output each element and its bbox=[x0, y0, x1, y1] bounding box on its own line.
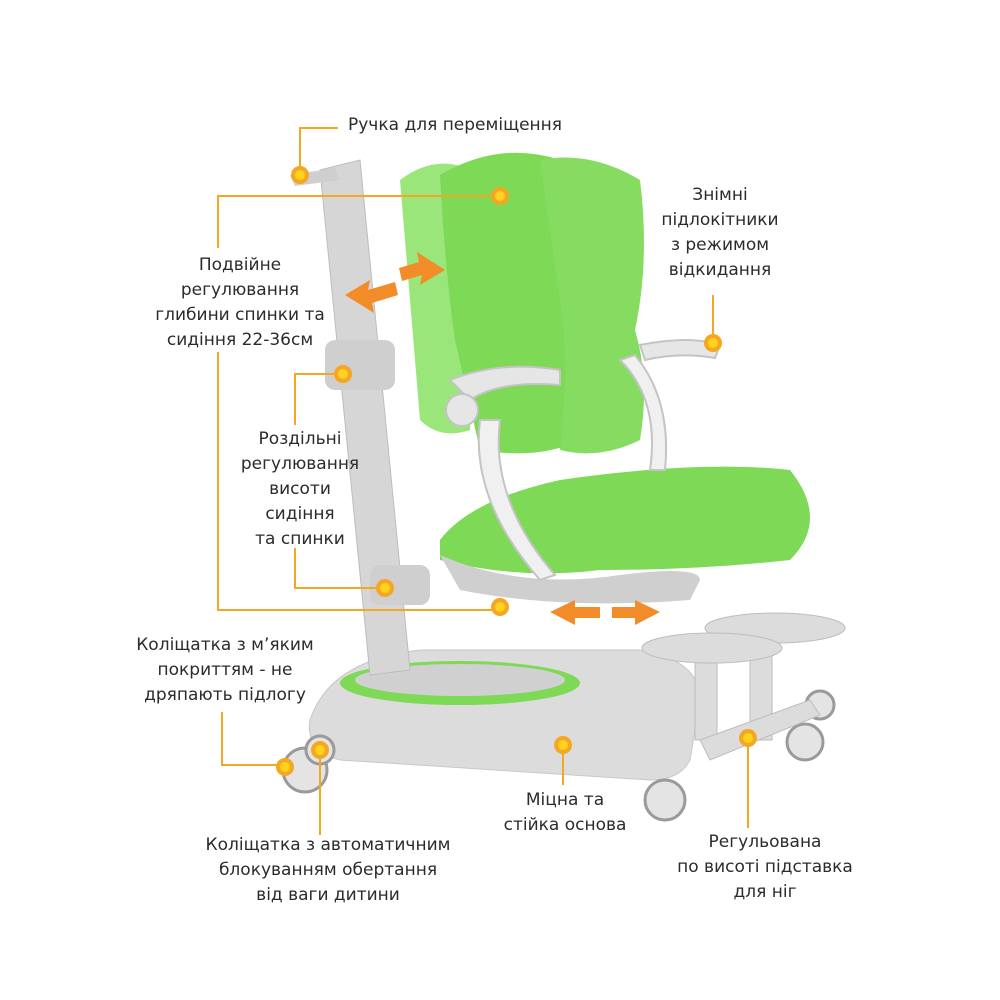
label-line: відкидання bbox=[668, 260, 772, 280]
label-line: покриттям - не bbox=[157, 660, 293, 680]
label-footrest: Регульована по висоті підставка для ніг bbox=[655, 830, 875, 905]
label-line: з режимом bbox=[670, 235, 770, 255]
label-line: та спинки bbox=[255, 529, 345, 549]
label-line: регулювання bbox=[240, 454, 360, 474]
label-line: блокуванням обертання bbox=[218, 860, 438, 880]
armrests bbox=[445, 339, 722, 582]
column bbox=[290, 159, 430, 676]
label-line: висоти bbox=[269, 479, 331, 499]
label-line: Ручка для переміщення bbox=[348, 115, 562, 135]
label-depth-adjustment: Подвійне регулювання глибини спинки та с… bbox=[150, 253, 330, 353]
label-lock-wheels: Коліщатка з автоматичним блокуванням обе… bbox=[188, 833, 468, 908]
depth-arrows bbox=[345, 252, 660, 625]
label-line: Міцна та bbox=[525, 790, 605, 810]
chair-base bbox=[308, 649, 701, 781]
label-line: підлокітники bbox=[661, 210, 779, 230]
label-line: Роздільні bbox=[258, 429, 342, 449]
label-line: від ваги дитини bbox=[256, 885, 400, 905]
label-line: сидіння bbox=[265, 504, 335, 524]
label-line: глибини спинки та bbox=[155, 305, 325, 325]
label-line: для ніг bbox=[733, 882, 797, 902]
label-height-adjustment: Роздільні регулювання висоти сидіння та … bbox=[230, 427, 370, 552]
callout-lines bbox=[217, 127, 749, 835]
chair-back bbox=[400, 152, 644, 454]
wheels bbox=[281, 689, 836, 822]
label-line: Коліщатка з м’яким bbox=[136, 635, 314, 655]
callout-dots bbox=[276, 166, 757, 776]
label-base: Міцна та стійка основа bbox=[495, 788, 635, 838]
label-line: Коліщатка з автоматичним bbox=[205, 835, 451, 855]
label-line: сидіння 22-36см bbox=[166, 330, 314, 350]
label-soft-wheels: Коліщатка з м’яким покриттям - не дряпаю… bbox=[120, 633, 330, 708]
label-line: Регульована bbox=[708, 832, 822, 852]
label-line: стійка основа bbox=[503, 815, 627, 835]
label-line: Подвійне bbox=[198, 255, 282, 275]
label-line: дряпають підлогу bbox=[144, 685, 306, 705]
footrest bbox=[641, 612, 846, 761]
label-line: по висоті підставка bbox=[677, 857, 853, 877]
label-armrests: Знімні підлокітники з режимом відкидання bbox=[640, 183, 800, 283]
label-handle: Ручка для переміщення bbox=[348, 113, 562, 138]
label-line: регулювання bbox=[180, 280, 300, 300]
label-line: Знімні bbox=[692, 185, 748, 205]
